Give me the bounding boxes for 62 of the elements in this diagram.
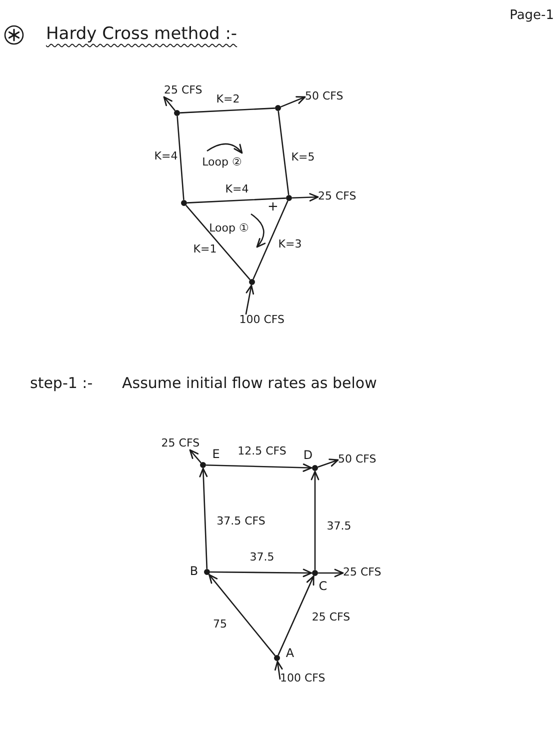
page-number: Page-1 <box>510 9 554 24</box>
edge-label: K=4 <box>154 150 178 164</box>
edge-label: 25 CFS <box>312 612 350 624</box>
junction-dot <box>274 104 282 112</box>
edge-label: K=4 <box>225 184 249 196</box>
loop-label: Loop ② <box>202 156 242 170</box>
flow-arrow <box>206 464 312 472</box>
junction-dot <box>174 110 180 116</box>
flow-rate-label: 25 CFS <box>161 437 200 450</box>
flow-arrow <box>163 96 176 111</box>
junction-letter: C <box>318 580 328 594</box>
flow-arrow <box>280 96 306 108</box>
flow-arrow <box>310 470 320 570</box>
step-label: step-1 :- <box>30 375 93 392</box>
junction-dot <box>204 568 210 576</box>
flow-rate-label: 100 CFS <box>280 672 326 686</box>
pipe-line <box>186 205 250 280</box>
flow-rate-label: 25 CFS <box>318 190 356 204</box>
junction-letter: E <box>212 448 220 462</box>
flow-arrow <box>210 568 312 578</box>
loop-label: Loop ① <box>209 222 249 236</box>
flow-rate-label: 50 CFS <box>338 454 376 466</box>
flow-rate-label: 25 CFS <box>164 84 202 97</box>
instruction-text: Assume initial flow rates as below <box>122 375 377 392</box>
flow-arrow <box>245 284 254 315</box>
junction-letter: B <box>190 565 198 579</box>
junction-dot <box>248 278 256 286</box>
title: Hardy Cross method :- <box>46 25 238 45</box>
flow-rate-label: 25 CFS <box>343 566 382 580</box>
junction-dot <box>200 462 206 468</box>
flow-arrow <box>318 568 344 578</box>
flow-rate-label: 100 CFS <box>239 314 284 327</box>
pipe-line <box>278 110 290 196</box>
junction-dot <box>312 570 318 576</box>
edge-label: K=1 <box>193 244 217 256</box>
edge-label: K=2 <box>216 94 240 106</box>
edge-label: K=5 <box>291 152 315 164</box>
pipe-line <box>186 198 286 204</box>
edge-label: K=3 <box>278 238 302 252</box>
edge-label: 37.5 <box>250 552 274 564</box>
sign-label: + <box>268 200 278 216</box>
flow-arrow <box>189 449 202 464</box>
flow-arrow <box>278 576 314 656</box>
junction-dot <box>180 200 188 206</box>
flow-rate-label: 50 CFS <box>305 90 344 104</box>
edge-label: 37.5 CFS <box>216 516 266 528</box>
junction-dot <box>274 654 280 662</box>
junction-letter: D <box>303 449 313 463</box>
pipe-line <box>176 116 184 200</box>
flow-arrow <box>199 468 208 570</box>
flow-arrow <box>318 458 339 468</box>
flow-arrow <box>208 574 276 656</box>
flow-arrow <box>292 193 319 202</box>
flow-arrow <box>274 660 283 680</box>
pipe-line <box>252 200 288 280</box>
edge-label: 37.5 <box>326 520 352 534</box>
edge-label: 75 <box>213 618 227 632</box>
pipe-line <box>180 108 276 114</box>
junction-letter: A <box>286 647 294 661</box>
edge-label: 12.5 CFS <box>238 446 286 458</box>
junction-dot <box>286 194 292 202</box>
junction-dot <box>312 464 318 472</box>
